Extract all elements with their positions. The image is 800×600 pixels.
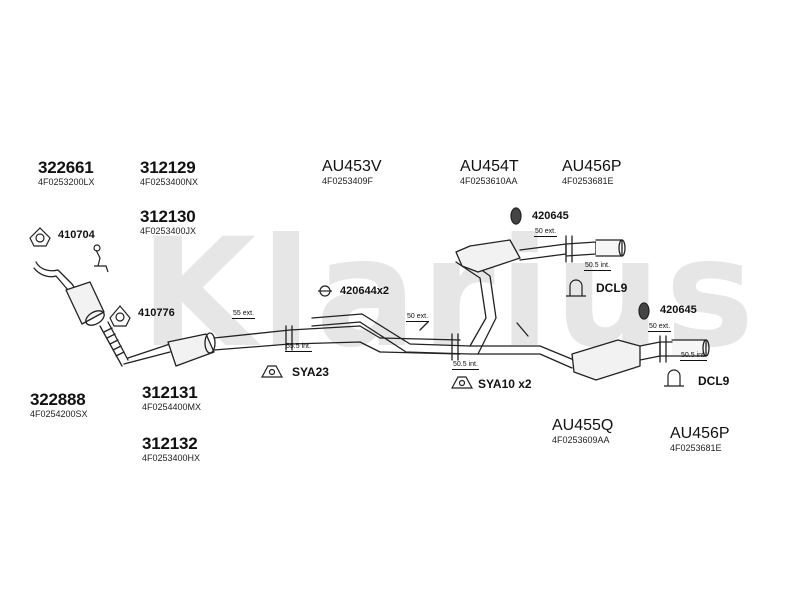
sensor-bracket-ring: [93, 244, 101, 252]
sensor-bracket-icon: [94, 249, 109, 273]
part-code: AU453V: [322, 158, 382, 175]
flex-pipe-ribs: [103, 327, 125, 357]
oem-number: 4F0253681E: [562, 176, 614, 186]
label-420645-bottom: 420645: [660, 304, 697, 316]
part-code: AU455Q: [552, 417, 614, 434]
part-number: 322888: [30, 390, 86, 409]
part-312131: 312131 4F0254400MX: [142, 383, 201, 413]
front-catalyst: [65, 281, 105, 325]
rear-box-outlet: [639, 341, 661, 361]
hanger-line-2: [419, 321, 429, 331]
tailpipe-bottom: [671, 339, 707, 357]
part-number: 322661: [38, 158, 94, 177]
part-number: 312129: [140, 158, 196, 177]
part-312129: 312129 4F0253400NX: [140, 158, 198, 188]
oem-number: 4F0253409F: [322, 176, 374, 186]
mount-420645-bottom-icon: [638, 302, 650, 320]
oem-number: 4F0254200SX: [30, 409, 88, 419]
flex-pipe: [99, 321, 129, 367]
oem-number: 4F0253681E: [670, 443, 722, 453]
label-sya23: SYA23: [292, 365, 329, 379]
sya23-icon: [260, 365, 284, 378]
sya23-hole: [268, 368, 276, 376]
measure-50-ext-bottom: 50 ext.: [648, 323, 672, 332]
manifold-pipe-lower: [33, 267, 77, 301]
oem-number: 4F0253610AA: [460, 176, 518, 186]
joint-marker-2: [451, 333, 459, 361]
measure-55-ext: 55 ext.: [232, 310, 256, 319]
watermark-text: Klarius: [140, 207, 758, 381]
part-number: 312130: [140, 207, 196, 226]
upper-branch-pipe: [455, 261, 487, 347]
part-code: AU456P: [670, 425, 730, 442]
part-au455q: AU455Q 4F0253609AA: [552, 417, 613, 446]
label-dcl9-top: DCL9: [596, 281, 628, 295]
part-code: AU454T: [460, 158, 519, 175]
part-322661: 322661 4F0253200LX: [38, 158, 95, 188]
part-au454t: AU454T 4F0253610AA: [460, 158, 519, 187]
part-au456p-top: AU456P 4F0253681E: [562, 158, 622, 187]
second-catalyst: [167, 333, 215, 367]
sya10-icon: [450, 376, 474, 389]
lower-branch-pipe: [469, 345, 575, 361]
gasket-410776-hole: [115, 312, 125, 322]
oem-number: 4F0253609AA: [552, 435, 610, 445]
centre-pipe-lower: [311, 321, 471, 355]
oem-number: 4F0253400JX: [140, 226, 197, 236]
measure-50-ext-top: 50 ext.: [534, 228, 558, 237]
dcl9-top-icon: [566, 279, 586, 297]
tailpipe-bottom-end: [702, 339, 710, 357]
part-number: 312132: [142, 434, 198, 453]
centre-box-outlet: [519, 243, 567, 261]
oem-number: 4F0254400MX: [142, 402, 202, 412]
part-312130: 312130 4F0253400JX: [140, 207, 196, 237]
second-catalyst-end: [204, 332, 216, 354]
measure-50-5-int-top: 50.5 int.: [584, 262, 611, 271]
front-catalyst-end: [85, 310, 105, 326]
joint-marker-1: [285, 325, 293, 351]
front-pipe-upper: [213, 325, 461, 341]
gasket-410704-hole: [35, 233, 45, 243]
part-au453v: AU453V 4F0253409F: [322, 158, 382, 187]
label-420645-top: 420645: [532, 210, 569, 222]
oem-number: 4F0253400NX: [140, 177, 199, 187]
part-number: 312131: [142, 383, 198, 402]
mount-420645-top-icon: [510, 207, 522, 225]
label-dcl9-bottom: DCL9: [698, 374, 730, 388]
label-410704: 410704: [58, 229, 95, 241]
lower-branch-pipe-2: [469, 353, 573, 369]
gasket-410704-icon: [29, 227, 51, 247]
joint-marker-3: [565, 235, 573, 263]
oem-number: 4F0253200LX: [38, 177, 95, 187]
tailpipe-top: [595, 239, 623, 257]
rear-box: [571, 339, 641, 381]
dcl9-bottom-icon: [664, 369, 684, 387]
hanger-line: [516, 322, 529, 337]
part-312132: 312132 4F0253400HX: [142, 434, 200, 464]
manifold-pipe: [35, 261, 81, 297]
oem-number: 4F0253400HX: [142, 453, 201, 463]
centre-pipe-upper: [311, 313, 471, 347]
part-code: AU456P: [562, 158, 622, 175]
measure-50-5-int-bottom: 50.5 int.: [680, 352, 707, 361]
joint-marker-4: [659, 335, 667, 363]
mid-downpipe: [123, 343, 171, 365]
gasket-410776-icon: [109, 305, 131, 327]
centre-box: [455, 239, 521, 273]
measure-50-ext-mid: 50 ext.: [406, 313, 430, 322]
rear-pipe-top: [565, 241, 597, 257]
measure-55-5-int: 55.5 int.: [285, 343, 312, 352]
label-410776: 410776: [138, 307, 175, 319]
part-322888: 322888 4F0254200SX: [30, 390, 88, 420]
label-sya10: SYA10 x2: [478, 377, 532, 391]
sya10-hole: [458, 379, 466, 387]
part-au456p-bottom: AU456P 4F0253681E: [670, 425, 730, 454]
label-420644: 420644x2: [340, 285, 389, 297]
measure-50-5-int-mid: 50.5 int.: [452, 361, 479, 370]
tailpipe-top-end: [618, 239, 626, 257]
